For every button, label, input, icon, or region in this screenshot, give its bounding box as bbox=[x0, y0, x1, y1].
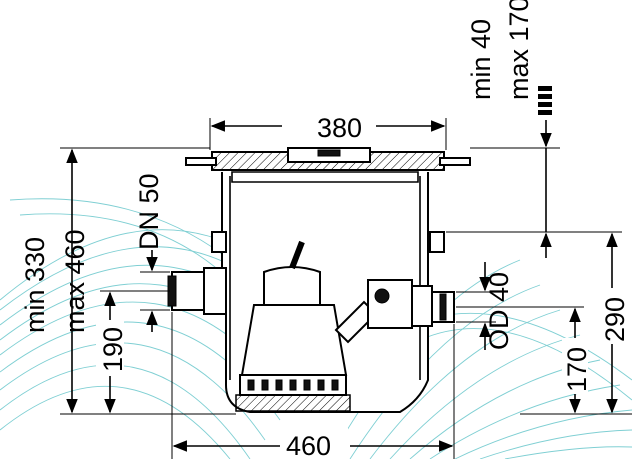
dim-inlet-dn: DN 50 bbox=[134, 173, 164, 250]
dim-top-adjust-max: max 170 bbox=[504, 0, 534, 100]
pump-chamber bbox=[167, 147, 471, 413]
dim-outlet-od: OD 40 bbox=[484, 272, 514, 350]
dim-top-adjust-min: min 40 bbox=[466, 19, 496, 100]
dimension-lines bbox=[60, 86, 632, 459]
pump-base-teeth bbox=[247, 379, 339, 391]
adjust-bars-icon bbox=[538, 86, 552, 115]
dim-min-height: min 330 bbox=[20, 237, 50, 333]
background-wave-pattern bbox=[0, 198, 632, 459]
dim-right-height: 290 bbox=[600, 297, 630, 342]
dimension-labels: 380 460 min 330 max 460 190 DN 50 OD 40 … bbox=[20, 0, 630, 459]
dim-top-width: 380 bbox=[317, 113, 362, 143]
dim-max-height: max 460 bbox=[60, 229, 90, 333]
dim-inlet-height: 190 bbox=[98, 327, 128, 372]
dim-outlet-height: 170 bbox=[562, 347, 592, 392]
dim-bottom-width: 460 bbox=[286, 431, 331, 459]
